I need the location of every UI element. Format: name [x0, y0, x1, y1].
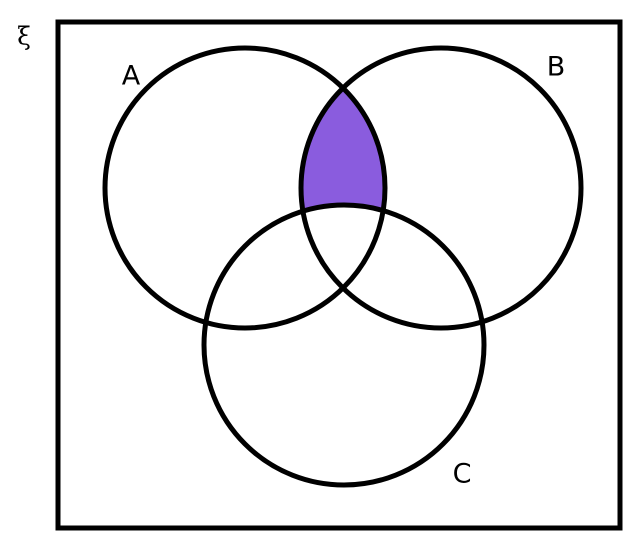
set-label-a: A — [122, 61, 141, 92]
universal-set-label: ξ — [17, 22, 31, 51]
set-circle-a — [102, 45, 388, 331]
set-circle-b — [298, 45, 584, 331]
set-label-b: B — [547, 52, 566, 83]
set-circle-c — [201, 202, 487, 488]
set-label-c: C — [453, 459, 472, 490]
